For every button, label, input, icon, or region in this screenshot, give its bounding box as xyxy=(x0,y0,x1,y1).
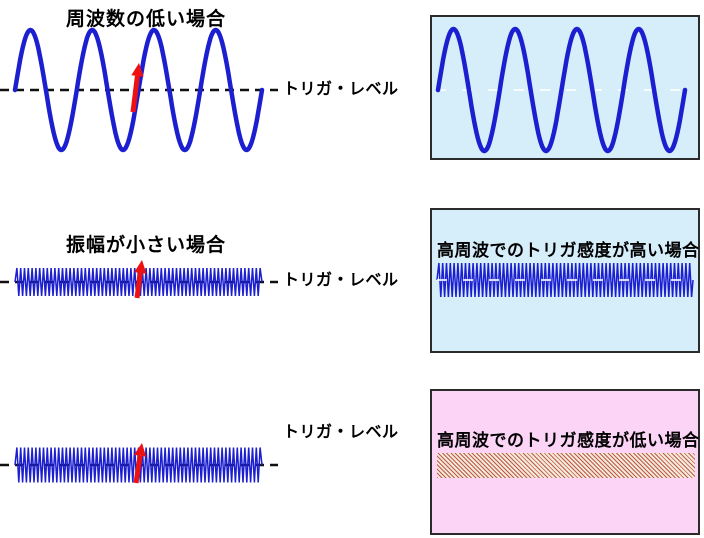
scope-screen-low-sensitivity: 高周波でのトリガ感度が低い場合 xyxy=(430,389,700,535)
unresolved-waveform-hatch-band xyxy=(437,453,695,478)
low-frequency-title: 周波数の低い場合 xyxy=(65,9,226,30)
screen-waveform xyxy=(436,262,694,298)
small-amplitude-title: 振幅が小さい場合 xyxy=(65,235,226,256)
scope-screen-high-sensitivity: 高周波でのトリガ感度が高い場合 xyxy=(430,208,700,353)
low-sensitivity-caption: 高周波でのトリガ感度が低い場合 xyxy=(437,431,700,450)
trigger-level-label-row1: トリガ・レベル xyxy=(283,81,399,98)
small-amplitude-waveform-panel xyxy=(0,260,278,299)
bottom-waveform-panel xyxy=(0,443,278,484)
trigger-point-arrow xyxy=(134,260,147,299)
trigger-level-label-row2: トリガ・レベル xyxy=(283,272,399,289)
trigger-point-arrow xyxy=(130,63,144,113)
dense-wave xyxy=(14,447,263,483)
scope-screen-normal xyxy=(430,15,700,160)
sine-wave xyxy=(12,27,265,153)
high-sensitivity-caption: 高周波でのトリガ感度が高い場合 xyxy=(437,241,700,260)
low-frequency-waveform-panel xyxy=(0,27,278,153)
trigger-point-arrow xyxy=(133,443,147,484)
trigger-level-label-row3: トリガ・レベル xyxy=(283,424,399,441)
screen-waveform xyxy=(435,26,694,154)
sine-wave xyxy=(435,26,688,154)
